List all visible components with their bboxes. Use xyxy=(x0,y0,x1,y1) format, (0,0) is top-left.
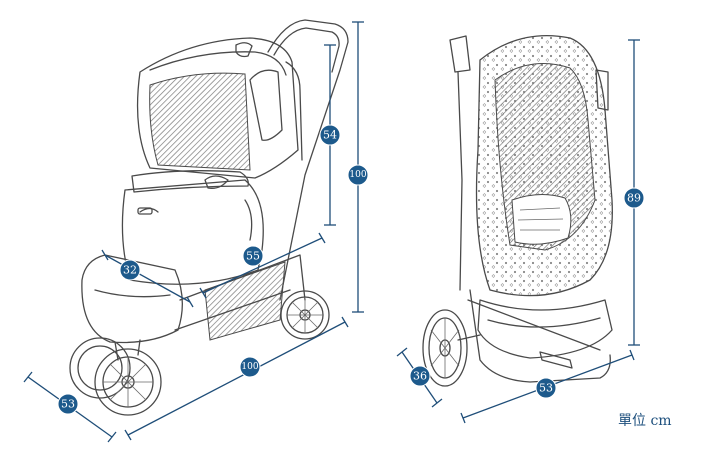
dimension-value: 32 xyxy=(123,264,137,277)
dimension-value: 53 xyxy=(539,382,553,395)
dimension-value: 54 xyxy=(323,129,337,142)
dimension-badge-front-width: 53 xyxy=(57,393,79,415)
dimension-badge-seat-width: 32 xyxy=(119,259,141,281)
dimension-badge-folded-height: 89 xyxy=(623,187,645,209)
dimension-value: 89 xyxy=(627,192,641,205)
folded-stroller-illustration xyxy=(422,35,613,387)
open-stroller-illustration xyxy=(69,19,349,416)
dimension-badge-folded-width: 53 xyxy=(535,377,557,399)
dimension-badge-total-height: 100 xyxy=(347,164,369,186)
dimension-value: 36 xyxy=(413,370,427,383)
dimension-badge-handle-height: 54 xyxy=(319,124,341,146)
dimension-value: 100 xyxy=(349,170,366,180)
dimension-badge-seat-depth: 55 xyxy=(242,245,264,267)
dimension-value: 53 xyxy=(61,398,75,411)
dimension-badge-total-length: 100 xyxy=(239,356,261,378)
dimension-badge-folded-depth: 36 xyxy=(409,365,431,387)
dimension-value: 100 xyxy=(241,362,258,372)
unit-label: 單位 cm xyxy=(618,413,672,429)
dimension-value: 55 xyxy=(246,250,260,263)
